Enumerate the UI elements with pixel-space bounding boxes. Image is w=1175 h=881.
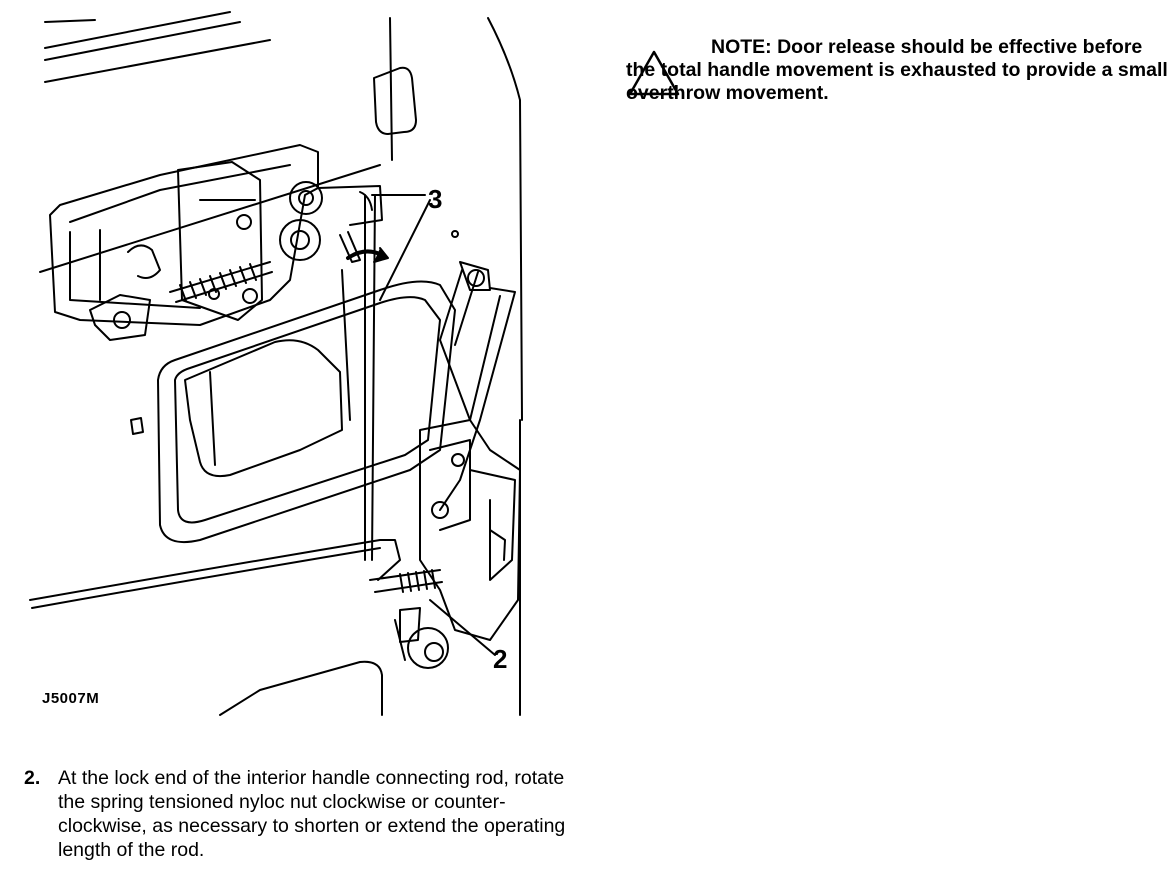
note-text: NOTE: Door release should be effective b…: [626, 36, 1168, 104]
callout-2: 2: [493, 644, 507, 674]
step-number: 2.: [24, 767, 41, 789]
door-lock-mechanism-illustration: 3 2: [29, 11, 523, 716]
note-block: NOTE: Door release should be effective b…: [626, 36, 1171, 105]
callout-3: 3: [428, 184, 442, 214]
warning-triangle-icon: [628, 50, 680, 96]
figure-code: J5007M: [42, 690, 100, 707]
step-text: At the lock end of the interior handle c…: [58, 767, 566, 861]
